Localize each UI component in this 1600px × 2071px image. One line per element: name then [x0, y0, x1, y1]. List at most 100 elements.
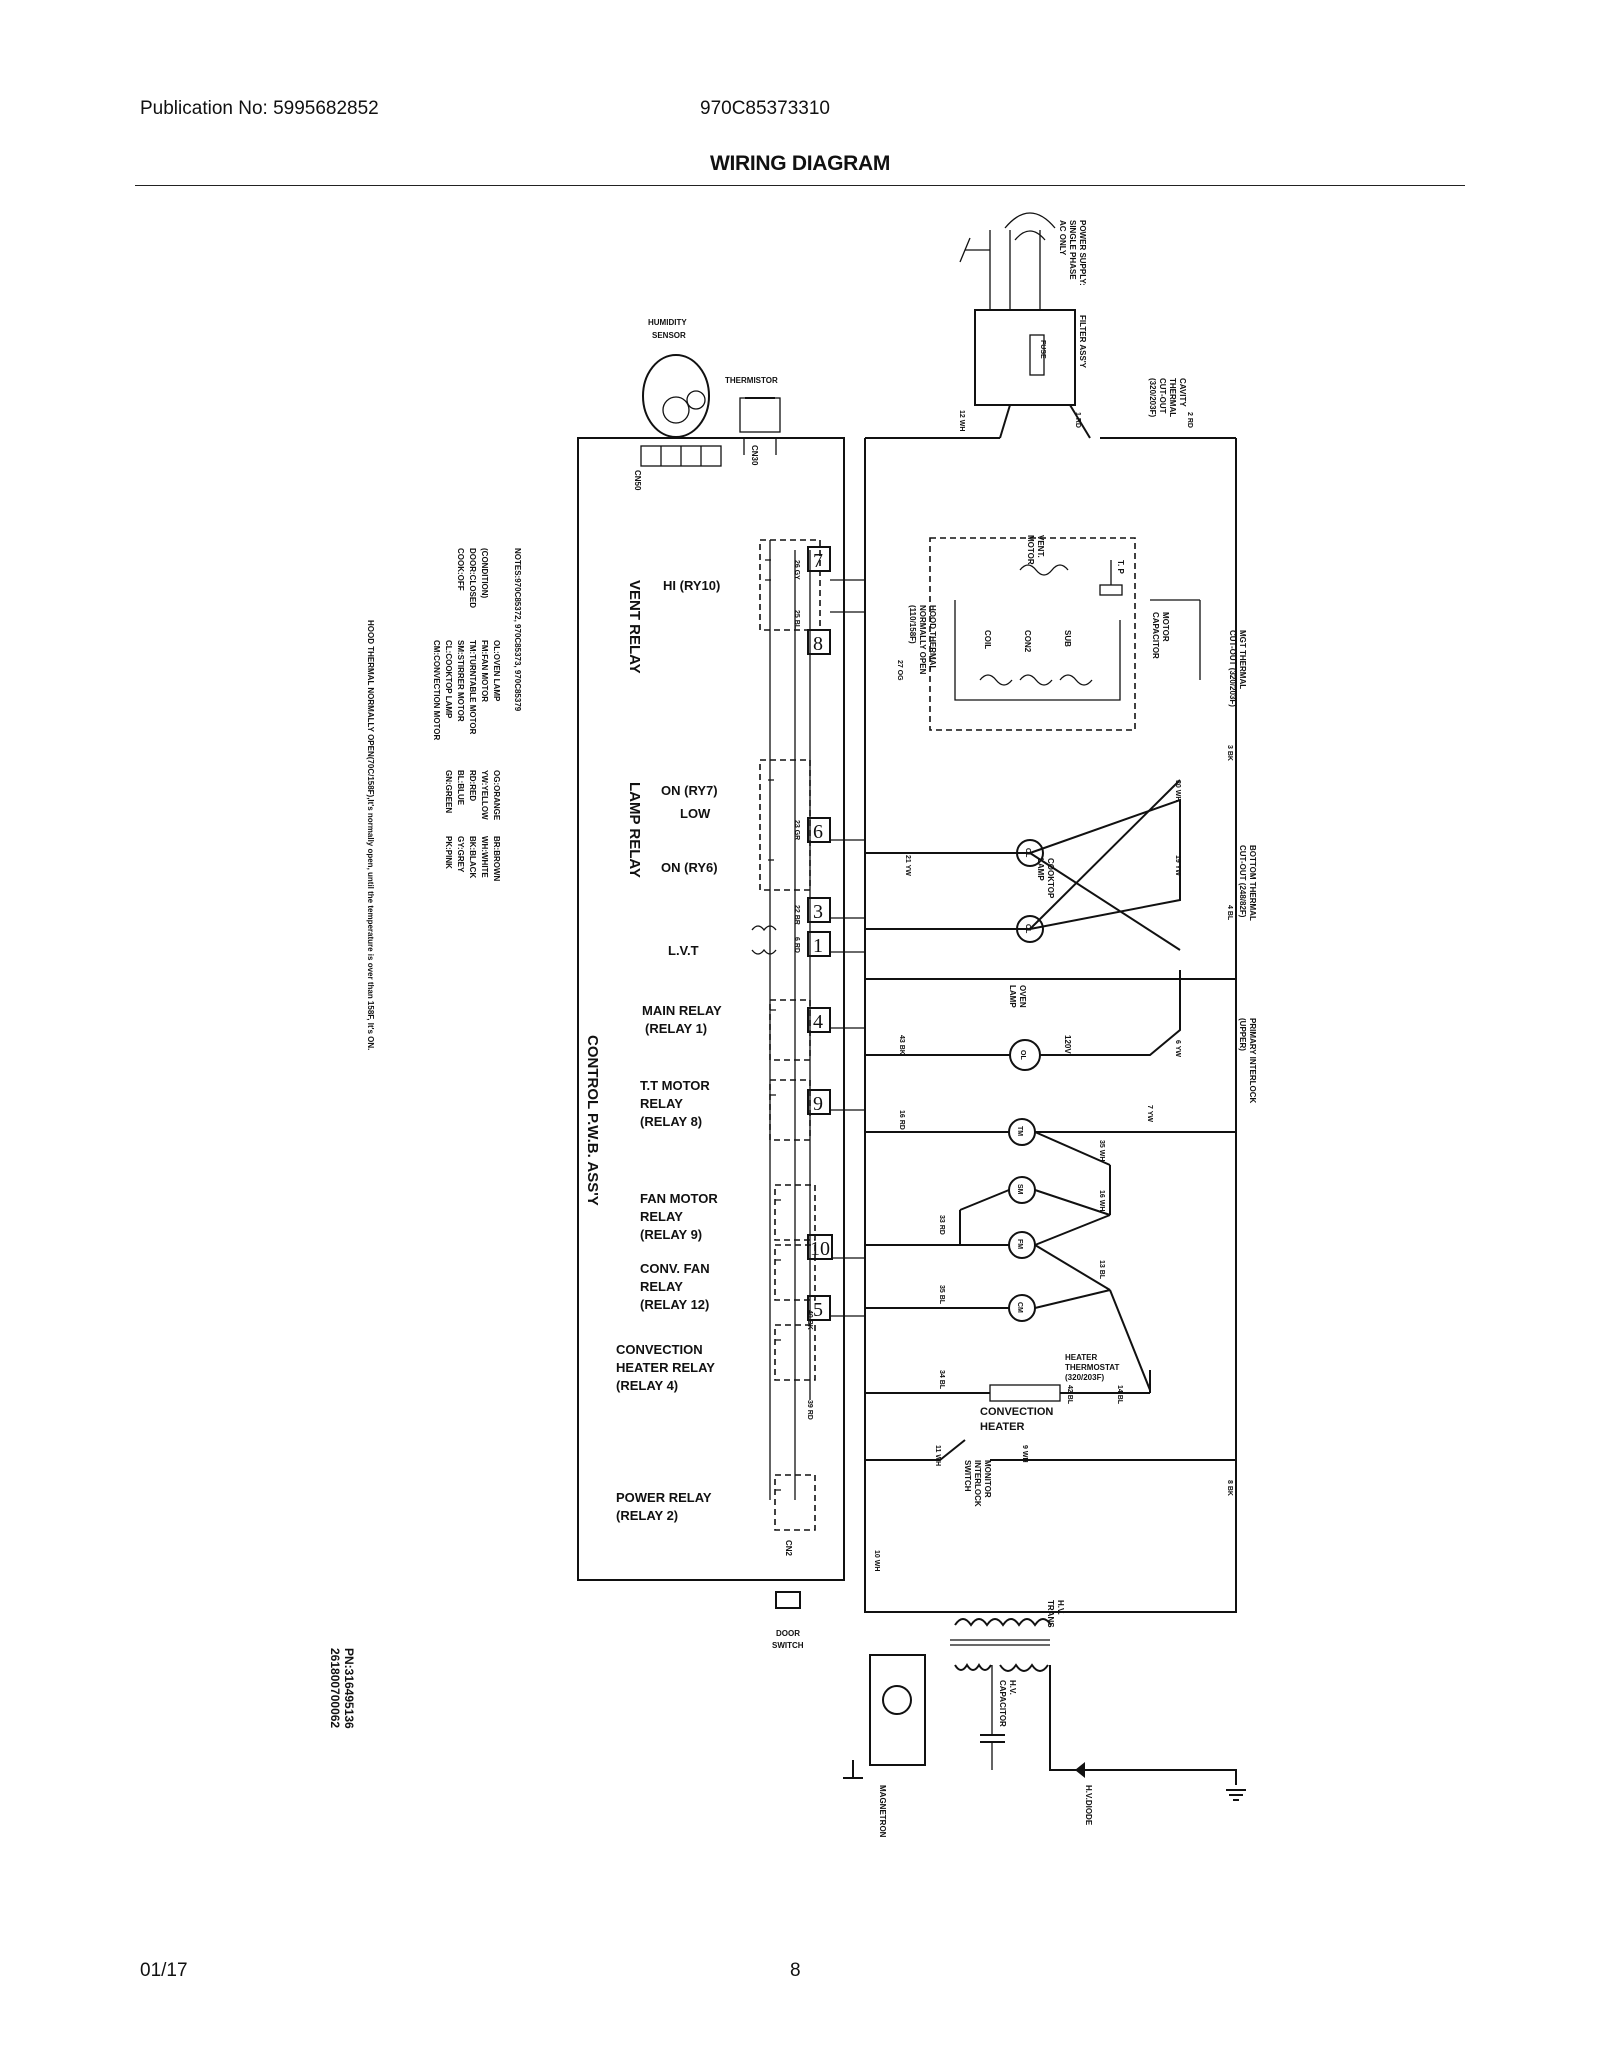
color-gn: GN:GREEN [444, 770, 453, 813]
mgt-thermal-label-2: CUT-OUT (320/203F) [1228, 630, 1237, 707]
control-board-label: CONTROL P.W.B. ASS'Y [584, 1035, 601, 1206]
legend-cl: CL:COOKTOP LAMP [444, 640, 453, 719]
hv-trans-icon [954, 1618, 1052, 1627]
cooktop-lamp-label-2: LAMP [1036, 858, 1045, 881]
cooktop-lamp-1-icon [1016, 839, 1044, 867]
part-number-2: 261800700062 [328, 1648, 342, 1728]
wire-label: 30 WH [1174, 780, 1181, 801]
wire-label: 8 BK [1226, 1480, 1233, 1496]
hood-thermal-label-3: (110/158F) [908, 605, 917, 644]
connector-8: 8 [813, 633, 823, 655]
vent-motor-label-2: MOTOR [1026, 535, 1035, 565]
notes-condition-2: DOOR:CLOSED [468, 548, 477, 608]
convection-heater-relay-label-2: HEATER RELAY [616, 1360, 715, 1375]
wire-label: 42 BL [1066, 1385, 1073, 1405]
color-wh: WH:WHITE [480, 836, 489, 878]
connector-boxes [807, 546, 833, 1321]
humidity-sensor-label: HUMIDITY [648, 318, 687, 327]
hv-trans-label: H.V. [1056, 1600, 1065, 1615]
legend-tm: TM:TURNTABLE MOTOR [468, 640, 477, 735]
on-ry7-label: ON (RY7) [661, 783, 718, 798]
bottom-thermal-label-2: CUT-OUT (248/82F) [1238, 845, 1247, 918]
color-og: OG:ORANGE [492, 770, 501, 821]
filter-assy-label: FILTER ASS'Y [1078, 315, 1087, 369]
magnetron-label: MAGNETRON [878, 1785, 887, 1838]
wire-labels: 1 RD 2 RD 3 BK 4 BL 30 WH 19 YW 21 YW 6 … [793, 410, 1233, 1571]
connector-6: 6 [813, 821, 823, 843]
power-supply-label-3: AC ONLY [1058, 220, 1067, 256]
power-supply-label: POWER SUPPLY: [1078, 220, 1087, 286]
cooktop-lamp-2-text: CL [1024, 924, 1031, 934]
oven-lamp-label-2: LAMP [1008, 985, 1017, 1008]
convection-heater-icon [989, 1384, 1061, 1402]
notes-condition: (CONDITION) [480, 548, 489, 599]
magnetron-box [869, 1654, 926, 1766]
cavity-thermal-label: CAVITY [1178, 378, 1187, 407]
wire-label: 12 WH [958, 410, 965, 431]
hi-ry10-label: HI (RY10) [663, 578, 720, 593]
cn2-label: CN2 [784, 1540, 793, 1557]
hood-thermal-label-2: NORMALLY OPEN [918, 605, 927, 675]
wire-label: 21 YW [904, 855, 911, 876]
color-bl: BL:BLUE [456, 770, 465, 806]
publication-number: Publication No: 5995682852 [140, 98, 379, 119]
con2-label: CON2 [1023, 630, 1032, 653]
conv-fan-relay-label-3: (RELAY 12) [640, 1297, 709, 1312]
hood-thermal-label: HOOD THERMAL [928, 605, 937, 670]
hood-thermal-note: HOOD THERMAL NORMALLY OPEN(70C/158F),It'… [366, 620, 375, 1050]
hv-trans-label-2: TRANS [1046, 1600, 1055, 1628]
conv-fan-relay-label: CONV. FAN [640, 1261, 710, 1276]
heater-thermostat-label-2: THERMOSTAT [1065, 1363, 1119, 1372]
wire-label: 7 YW [1146, 1105, 1153, 1122]
oven-lamp-label: OVEN [1018, 985, 1027, 1008]
wire-label: 2 RD [1186, 412, 1193, 428]
color-pk: PK:PINK [444, 836, 453, 869]
bottom-thermal-label: BOTTOM THERMAL [1248, 845, 1257, 921]
footer-date: 01/17 [140, 1960, 188, 1981]
wire-label: 14 BL [1116, 1385, 1123, 1405]
tt-motor-relay-label-2: RELAY [640, 1096, 683, 1111]
cn50-label: CN50 [633, 470, 642, 491]
relay-contacts [759, 539, 821, 1531]
color-rd: RD:RED [468, 770, 477, 801]
color-yw: YW:YELLOW [480, 770, 489, 820]
legend-ol: OL:OVEN LAMP [492, 640, 501, 702]
wire-label: 9 WH [1021, 1445, 1028, 1463]
cavity-thermal-label-2: THERMAL [1168, 378, 1177, 417]
magnetron-icon [882, 1685, 912, 1715]
wire-label: 23 GR [793, 820, 800, 840]
wire-label: 27 OG [896, 660, 903, 681]
primary-interlock-label: PRIMARY INTERLOCK [1248, 1018, 1257, 1104]
power-relay-label: POWER RELAY [616, 1490, 712, 1505]
wire-label: 33 RD [938, 1215, 945, 1235]
model-number: 970C85373310 [700, 98, 830, 119]
wire-label: 6 YW [1174, 1040, 1181, 1057]
on-ry6-label: ON (RY6) [661, 860, 718, 875]
low-label: LOW [680, 806, 711, 821]
hv-capacitor-label: H.V. [1008, 1680, 1017, 1695]
footer-page-number: 8 [790, 1960, 801, 1981]
connector-4: 4 [813, 1011, 823, 1033]
fuse-label: FUSE [1039, 340, 1046, 359]
wire-label: 34 BL [938, 1370, 945, 1390]
color-gy: GY:GREY [456, 836, 465, 873]
hv-diode-icon [1075, 1762, 1085, 1778]
color-bk: BK:BLACK [468, 836, 477, 878]
oven-lamp-text: OL [1019, 1050, 1026, 1060]
wire-label: 16 WH [1098, 1190, 1105, 1211]
tp-label: T. P [1116, 560, 1125, 574]
lamp-relay-label: LAMP RELAY [626, 782, 643, 878]
wire-label: 19 YW [1174, 855, 1181, 876]
wire-label: 11 WH [934, 1445, 941, 1466]
motor-capacitor-label: MOTOR [1161, 612, 1170, 642]
wire-label: 43 BK [898, 1035, 905, 1055]
wire-label: 10 WH [873, 1550, 880, 1571]
v120-label: 120V [1063, 1035, 1072, 1054]
hv-diode-label: H.V.DIODE [1084, 1785, 1093, 1826]
mgt-thermal-label: MGT THERMAL [1238, 630, 1247, 689]
cn30-label: CN30 [750, 445, 759, 466]
wire-label: 35 BL [938, 1285, 945, 1305]
power-supply-label-2: SINGLE PHASE [1068, 220, 1077, 280]
legend-cm: CM:CONVECTION MOTOR [432, 640, 441, 741]
